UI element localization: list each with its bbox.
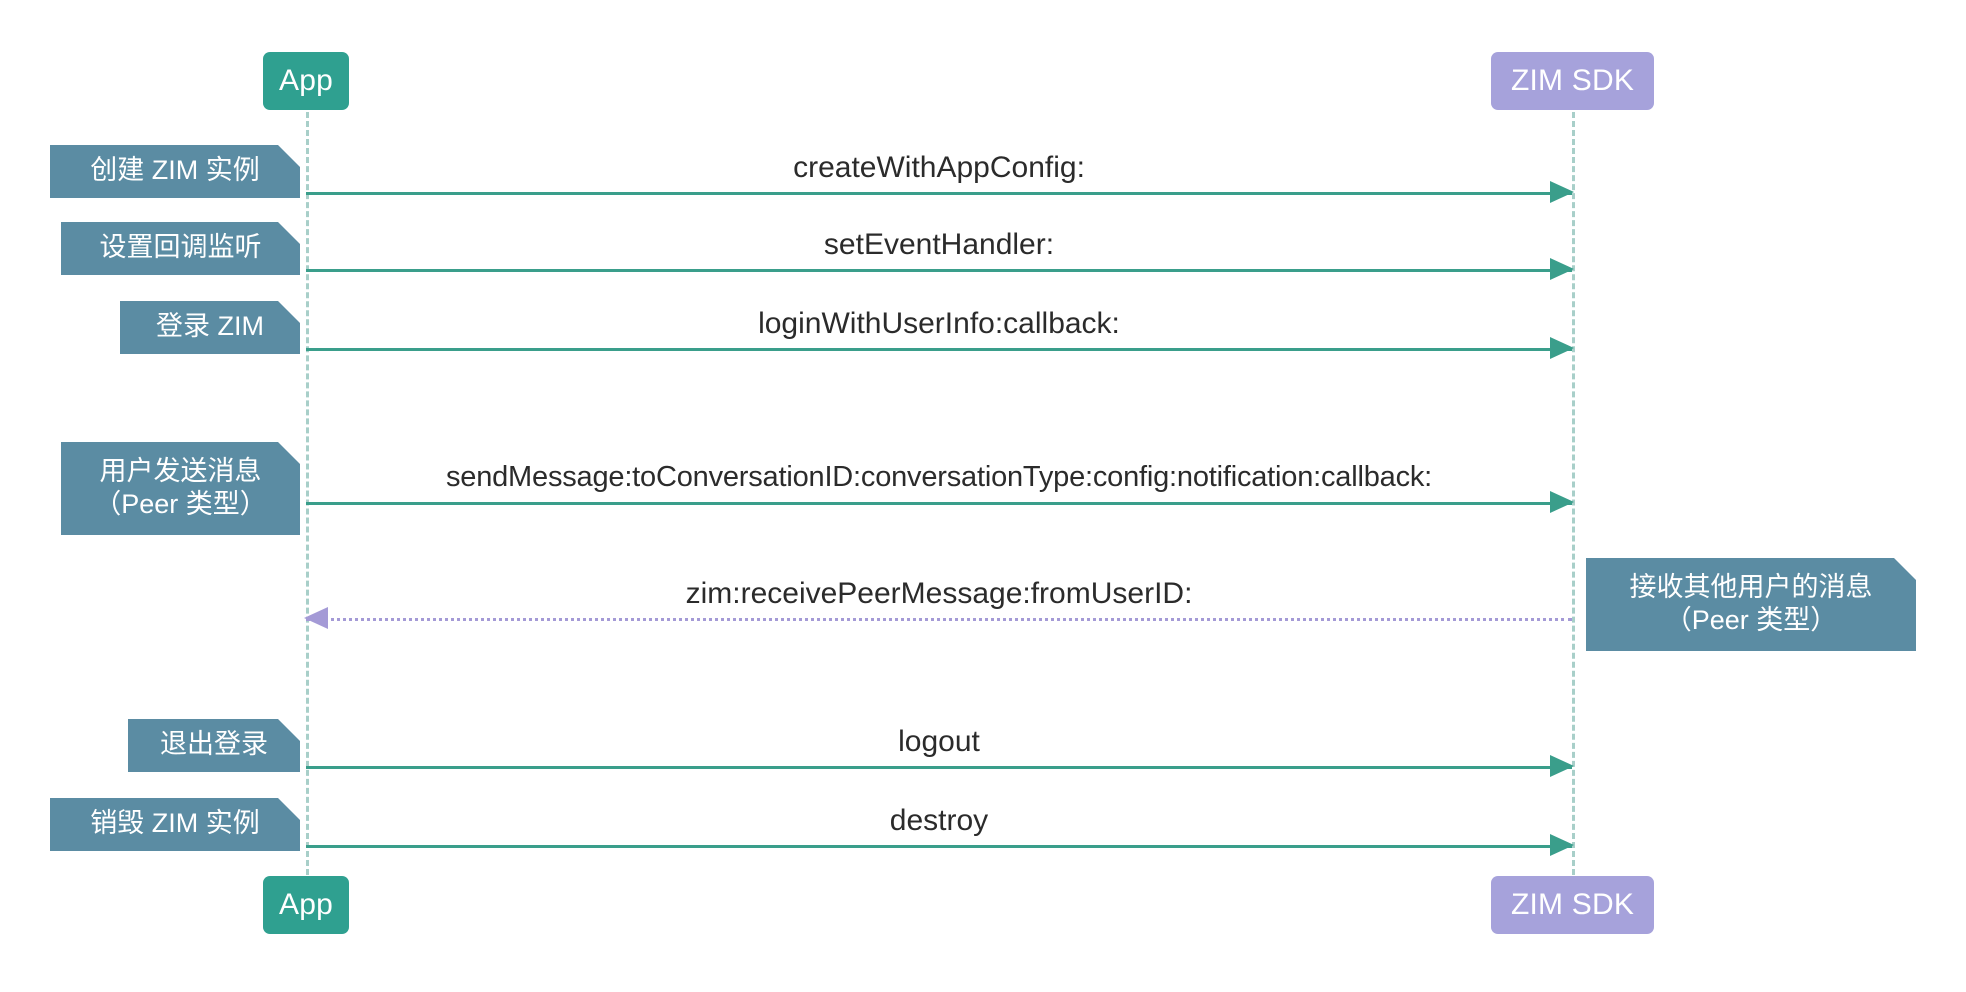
message-line bbox=[306, 269, 1572, 272]
message-line bbox=[306, 348, 1572, 351]
note-line-1: 登录 ZIM bbox=[156, 311, 264, 342]
note-login-zim[interactable]: 登录 ZIM bbox=[120, 301, 300, 354]
participant-head-app[interactable]: App bbox=[263, 52, 349, 110]
arrowhead-right-icon bbox=[1550, 834, 1574, 856]
note-line-1: 设置回调监听 bbox=[99, 232, 262, 263]
message-label: logout bbox=[898, 725, 980, 758]
note-user-send-message[interactable]: 用户发送消息 （Peer 类型） bbox=[61, 442, 300, 535]
message-label: sendMessage:toConversationID:conversatio… bbox=[445, 461, 1433, 494]
note-line-1: 退出登录 bbox=[160, 729, 268, 760]
message-line bbox=[306, 845, 1572, 848]
note-line-2: （Peer 类型） bbox=[94, 488, 267, 519]
message-label: zim:receivePeerMessage:fromUserID: bbox=[685, 577, 1193, 610]
note-line-2: （Peer 类型） bbox=[1664, 604, 1838, 635]
arrowhead-left-icon bbox=[304, 607, 328, 629]
note-receive-other-user-message[interactable]: 接收其他用户的消息 （Peer 类型） bbox=[1586, 558, 1916, 651]
message-label: destroy bbox=[889, 804, 989, 837]
message-label: loginWithUserInfo:callback: bbox=[758, 307, 1120, 340]
note-line-1: 创建 ZIM 实例 bbox=[90, 155, 260, 186]
note-logout[interactable]: 退出登录 bbox=[128, 719, 300, 772]
arrowhead-right-icon bbox=[1550, 181, 1574, 203]
participant-foot-zim-sdk[interactable]: ZIM SDK bbox=[1491, 876, 1654, 934]
message-line bbox=[306, 618, 1572, 621]
arrowhead-right-icon bbox=[1550, 258, 1574, 280]
note-set-callback-listener[interactable]: 设置回调监听 bbox=[61, 222, 300, 275]
message-line bbox=[306, 766, 1572, 769]
participant-head-app-label: App bbox=[279, 64, 333, 97]
note-line-1: 接收其他用户的消息 bbox=[1629, 571, 1873, 602]
note-create-zim-instance[interactable]: 创建 ZIM 实例 bbox=[50, 145, 300, 198]
message-line bbox=[306, 502, 1572, 505]
note-destroy-zim-instance[interactable]: 销毁 ZIM 实例 bbox=[50, 798, 300, 851]
participant-head-zim-sdk[interactable]: ZIM SDK bbox=[1491, 52, 1654, 110]
note-line-1: 销毁 ZIM 实例 bbox=[90, 808, 260, 839]
message-line bbox=[306, 192, 1572, 195]
participant-head-zim-sdk-label: ZIM SDK bbox=[1510, 64, 1635, 97]
arrowhead-right-icon bbox=[1550, 755, 1574, 777]
participant-foot-zim-sdk-label: ZIM SDK bbox=[1510, 888, 1635, 921]
arrowhead-right-icon bbox=[1550, 337, 1574, 359]
arrowhead-right-icon bbox=[1550, 491, 1574, 513]
participant-foot-app-label: App bbox=[279, 888, 333, 921]
lifeline-app bbox=[306, 112, 309, 884]
note-line-1: 用户发送消息 bbox=[99, 455, 262, 486]
message-label: createWithAppConfig: bbox=[793, 151, 1085, 184]
participant-foot-app[interactable]: App bbox=[263, 876, 349, 934]
message-label: setEventHandler: bbox=[823, 228, 1055, 261]
